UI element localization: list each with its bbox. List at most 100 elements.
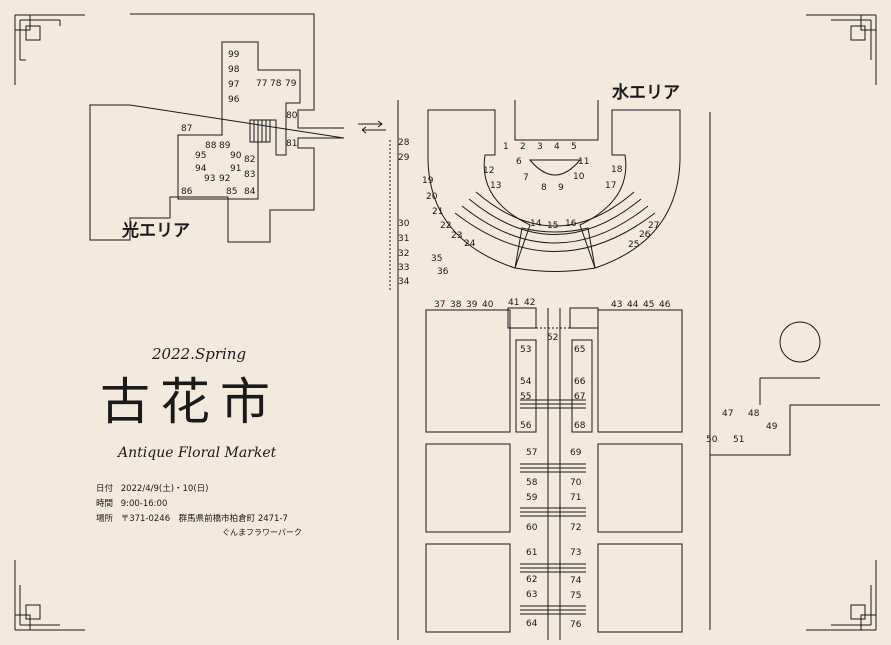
place-value: 〒371-0246 群馬県前橋市柏倉町 2471-7 [120, 514, 288, 524]
booth-72: 72 [570, 523, 581, 533]
booth-45: 45 [643, 300, 654, 310]
corner-ornament-bl [14, 560, 85, 631]
info-time: 時間 9:00-16:00 [96, 497, 167, 509]
time-label: 時間 [96, 499, 114, 509]
booth-3: 3 [537, 142, 543, 152]
mizu-area-label: 水エリア [612, 83, 680, 103]
booth-12: 12 [483, 166, 494, 176]
booth-77: 77 [256, 79, 267, 89]
booth-84: 84 [244, 187, 256, 197]
booth-18: 18 [611, 165, 623, 175]
booth-89: 89 [219, 141, 231, 151]
booth-69: 69 [570, 448, 582, 458]
booth-94: 94 [195, 164, 207, 174]
booth-96: 96 [228, 95, 240, 105]
corner-ornament-tl [14, 14, 85, 85]
booth-36: 36 [437, 267, 449, 277]
booth-30: 30 [398, 219, 410, 229]
booth-66: 66 [574, 377, 586, 387]
booth-20: 20 [426, 192, 438, 202]
booth-9: 9 [558, 183, 564, 193]
booth-15: 15 [547, 221, 558, 231]
event-subtitle: Antique Floral Market [118, 445, 277, 461]
booth-78: 78 [270, 79, 282, 89]
booth-4: 4 [554, 142, 560, 152]
booth-50: 50 [706, 435, 718, 445]
booth-35: 35 [431, 254, 442, 264]
booth-26: 26 [639, 230, 651, 240]
event-year: 2022.Spring [152, 345, 247, 363]
booth-92: 92 [219, 174, 230, 184]
booth-34: 34 [398, 277, 410, 287]
booth-49: 49 [766, 422, 778, 432]
booth-98: 98 [228, 65, 240, 75]
booth-73: 73 [570, 548, 581, 558]
place-label: 場所 [96, 514, 114, 524]
booth-19: 19 [422, 176, 434, 186]
booth-83: 83 [244, 170, 255, 180]
connector-arrow [358, 120, 386, 134]
booth-57: 57 [526, 448, 537, 458]
booth-65: 65 [574, 345, 585, 355]
booth-33: 33 [398, 263, 409, 273]
booth-90: 90 [230, 151, 242, 161]
booth-86: 86 [181, 187, 193, 197]
booth-13: 13 [490, 181, 501, 191]
booth-48: 48 [748, 409, 760, 419]
hikari-area-outline [89, 13, 345, 243]
date-label: 日付 [96, 484, 114, 494]
time-value: 9:00-16:00 [120, 499, 168, 509]
booth-63: 63 [526, 590, 537, 600]
info-date: 日付 2022/4/9(土)・10(日) [96, 482, 208, 494]
booth-60: 60 [526, 523, 538, 533]
booth-97: 97 [228, 80, 239, 90]
booth-47: 47 [722, 409, 733, 419]
booth-39: 39 [466, 300, 478, 310]
booth-32: 32 [398, 249, 409, 259]
booth-59: 59 [526, 493, 538, 503]
booth-27: 27 [648, 221, 659, 231]
booth-81: 81 [286, 139, 297, 149]
booth-74: 74 [570, 576, 582, 586]
booth-24: 24 [464, 239, 476, 249]
booth-43: 43 [611, 300, 622, 310]
booth-52: 52 [547, 333, 558, 343]
booth-61: 61 [526, 548, 537, 558]
booth-44: 44 [627, 300, 639, 310]
booth-87: 87 [181, 124, 192, 134]
booth-31: 31 [398, 234, 409, 244]
booth-68: 68 [574, 421, 586, 431]
booth-38: 38 [450, 300, 462, 310]
booth-11: 11 [578, 157, 589, 167]
booth-14: 14 [530, 219, 542, 229]
booth-51: 51 [733, 435, 744, 445]
booth-93: 93 [204, 174, 215, 184]
booth-5: 5 [571, 142, 577, 152]
venue-name: ぐんまフラワーパーク [222, 528, 302, 537]
booth-25: 25 [628, 240, 639, 250]
booth-56: 56 [520, 421, 532, 431]
booth-28: 28 [398, 138, 410, 148]
booth-42: 42 [524, 298, 535, 308]
booth-6: 6 [516, 157, 522, 167]
booth-16: 16 [565, 219, 577, 229]
booth-55: 55 [520, 392, 531, 402]
event-title: 古花市 [100, 373, 280, 431]
booth-58: 58 [526, 478, 538, 488]
booth-99: 99 [228, 50, 240, 60]
booth-79: 79 [285, 79, 297, 89]
booth-76: 76 [570, 620, 582, 630]
booth-64: 64 [526, 619, 538, 629]
booth-85: 85 [226, 187, 237, 197]
booth-21: 21 [432, 207, 443, 217]
booth-71: 71 [570, 493, 581, 503]
booth-40: 40 [482, 300, 494, 310]
booth-70: 70 [570, 478, 582, 488]
booth-1: 1 [503, 142, 509, 152]
booth-22: 22 [440, 221, 451, 231]
corner-ornament-tr [806, 14, 877, 85]
booth-80: 80 [286, 111, 298, 121]
booth-10: 10 [573, 172, 585, 182]
